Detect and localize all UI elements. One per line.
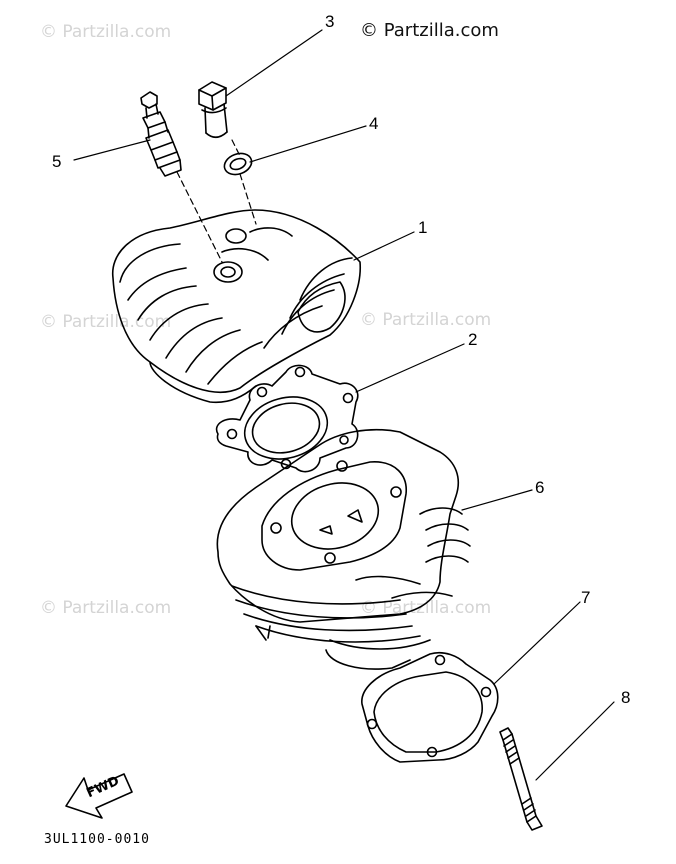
copyright-text: © Partzilla.com [360,20,499,41]
callout-8[interactable]: 8 [621,688,631,707]
part-1-cylinder-head[interactable] [111,209,361,404]
callout-7[interactable]: 7 [581,588,591,607]
part-5-spark-plug[interactable] [140,91,182,177]
fwd-arrow-icon [65,773,133,819]
callout-6[interactable]: 6 [535,478,545,497]
part-6-cylinder[interactable] [216,428,471,670]
callout-5[interactable]: 5 [52,152,62,171]
callout-1[interactable]: 1 [418,218,428,237]
drawing-code: 3UL1100-0010 [44,832,150,847]
callout-2[interactable]: 2 [468,330,478,349]
callout-4[interactable]: 4 [369,114,379,133]
part-7-base-gasket[interactable] [361,651,499,763]
assembly-lines [176,139,257,263]
watermark: © Partzilla.com [40,22,172,42]
part-4-washer[interactable] [221,150,254,178]
watermark: © Partzilla.com [40,312,172,332]
watermark: © Partzilla.com [40,598,172,618]
callout-3[interactable]: 3 [325,12,335,31]
part-8-stud-bolt[interactable] [499,727,543,831]
leader-lines [73,29,615,781]
part-3-bolt[interactable] [198,81,228,139]
watermark: © Partzilla.com [360,310,492,330]
part-2-head-gasket[interactable] [215,364,359,473]
watermark: © Partzilla.com [360,598,492,618]
